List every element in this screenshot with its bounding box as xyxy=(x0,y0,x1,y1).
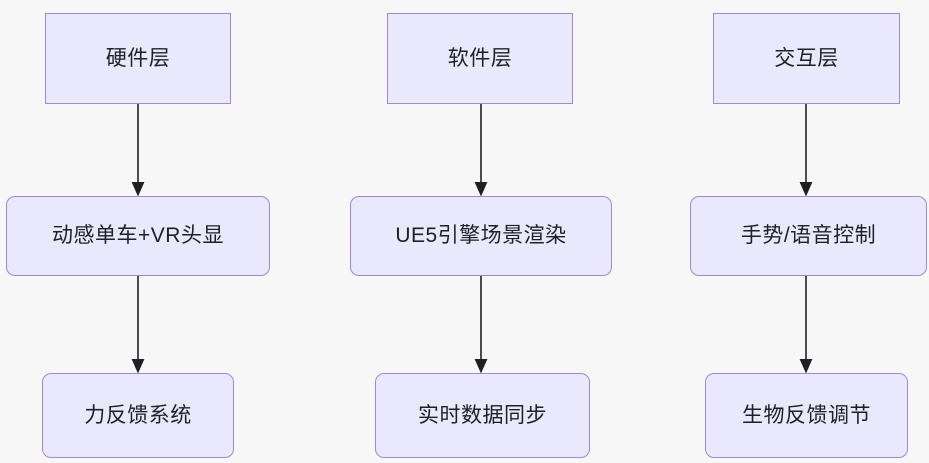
node-label: 力反馈系统 xyxy=(84,403,192,427)
node-label: 硬件层 xyxy=(105,46,171,70)
node-bike-vr-headset[interactable]: 动感单车+VR头显 xyxy=(6,196,270,276)
node-force-feedback-system[interactable]: 力反馈系统 xyxy=(42,373,234,458)
node-label: UE5引擎场景渲染 xyxy=(395,224,567,248)
node-label: 交互层 xyxy=(774,46,839,70)
node-hardware-layer[interactable]: 硬件层 xyxy=(45,13,231,104)
node-biofeedback-adjustment[interactable]: 生物反馈调节 xyxy=(705,373,908,458)
node-realtime-data-sync[interactable]: 实时数据同步 xyxy=(375,373,590,458)
node-ue5-scene-rendering[interactable]: UE5引擎场景渲染 xyxy=(350,196,612,276)
node-label: 生物反馈调节 xyxy=(742,403,871,427)
node-interaction-layer[interactable]: 交互层 xyxy=(713,13,900,104)
node-label: 软件层 xyxy=(447,46,513,70)
node-label: 手势/语音控制 xyxy=(740,224,877,248)
node-gesture-voice-control[interactable]: 手势/语音控制 xyxy=(690,196,927,276)
node-label: 动感单车+VR头显 xyxy=(52,224,224,248)
node-software-layer[interactable]: 软件层 xyxy=(387,13,573,104)
node-label: 实时数据同步 xyxy=(418,403,547,427)
